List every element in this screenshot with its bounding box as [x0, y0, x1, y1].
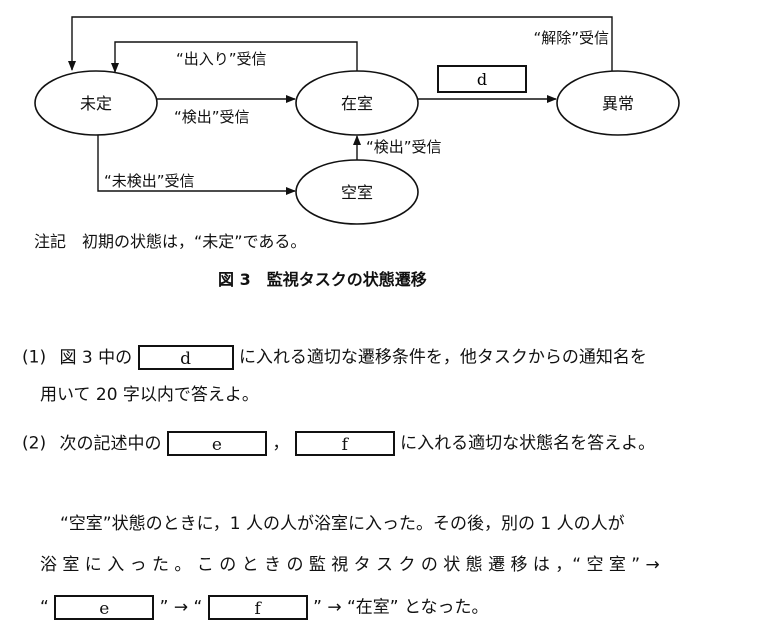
question-1: (1) 図 3 中の d に入れる適切な遷移条件を，他タスクからの通知名を	[22, 345, 647, 370]
passage-arrow-mid: ” → “	[159, 597, 203, 618]
edge-enter-exit-arrow	[111, 41, 358, 73]
edge-not-detect-label: “未検出”受信	[104, 172, 195, 190]
box-d	[437, 65, 527, 93]
state-kuushitsu-label: 空室	[341, 183, 373, 202]
state-zaishitsu-label: 在室	[341, 94, 373, 113]
question-2: (2) 次の記述中の e ， f に入れる適切な状態名を答えよ。	[22, 431, 655, 456]
state-ijou: 異常	[556, 70, 680, 136]
state-mitei-label: 未定	[80, 94, 112, 113]
passage-line-3: “ e ” → “ f ” → “在室” となった。	[40, 595, 488, 620]
edge-release-label: “解除”受信	[533, 29, 609, 47]
passage-open-quote: “	[40, 597, 49, 618]
state-kuushitsu: 空室	[295, 159, 419, 225]
passage-box-e: e	[54, 595, 155, 620]
passage-line-1: “空室”状態のときに，1 人の人が浴室に入った。その後，別の 1 人の人が	[60, 514, 625, 534]
passage-end: ” → “在室” となった。	[313, 597, 489, 618]
figure-caption: 図 3 監視タスクの状態遷移	[218, 270, 427, 289]
edge-not-detect-arrow	[97, 135, 296, 195]
diagram-note: 注記 初期の状態は，“未定”である。	[34, 232, 307, 251]
state-mitei: 未定	[34, 70, 158, 136]
question-1-line2: 用いて 20 字以内で答えよ。	[40, 385, 259, 405]
question-2-number: (2)	[22, 433, 47, 454]
question-1-box-d: d	[137, 345, 234, 370]
question-1-pre: 図 3 中の	[59, 347, 133, 368]
state-transition-diagram: 未定 在室 異常 空室 “解除”受信 “出入り”受信 “検出”受信 d “検出”…	[0, 0, 759, 260]
question-1-number: (1)	[22, 347, 47, 368]
state-ijou-label: 異常	[602, 94, 634, 113]
question-2-comma: ，	[272, 433, 290, 454]
edge-detect-label: “検出”受信	[174, 108, 250, 126]
question-1-post: に入れる適切な遷移条件を，他タスクからの通知名を	[238, 347, 647, 368]
question-2-box-e: e	[166, 431, 267, 456]
passage-line-2: 浴 室 に 入 っ た 。 こ の と き の 監 視 タ ス ク の 状 態 …	[40, 555, 660, 575]
box-d-label: d	[477, 70, 487, 89]
edge-enter-exit-label: “出入り”受信	[176, 50, 267, 68]
question-2-pre: 次の記述中の	[59, 433, 162, 454]
state-zaishitsu: 在室	[295, 70, 419, 136]
edge-release-arrow	[68, 16, 613, 71]
diagram-canvas: 未定 在室 異常 空室 “解除”受信 “出入り”受信 “検出”受信 d “検出”…	[34, 16, 680, 225]
passage-box-f: f	[207, 595, 308, 620]
edge-detect-up-label: “検出”受信	[366, 138, 442, 156]
question-2-box-f: f	[294, 431, 395, 456]
question-2-post: に入れる適切な状態名を答えよ。	[400, 433, 656, 454]
